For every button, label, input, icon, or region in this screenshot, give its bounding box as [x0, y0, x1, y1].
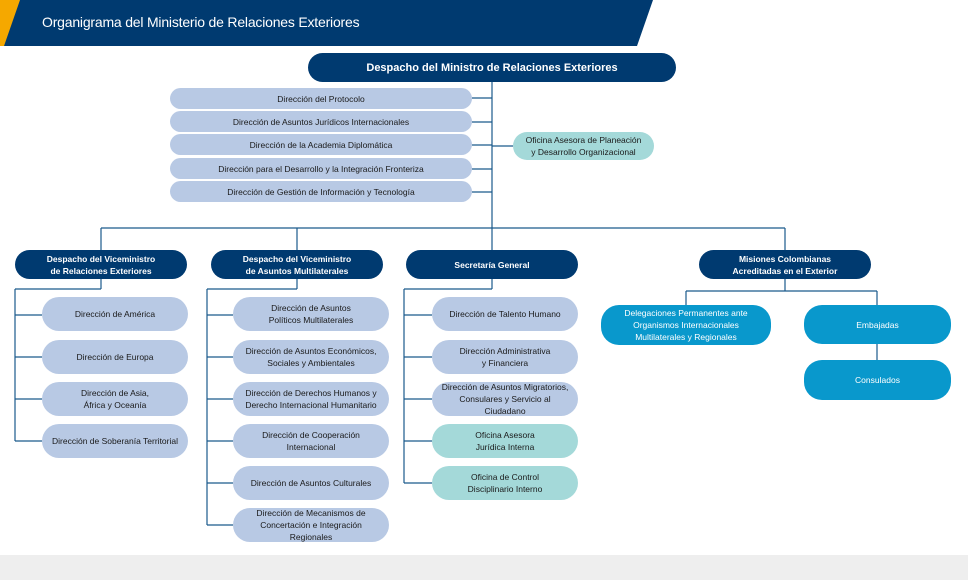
node-label: Oficina de Control Disciplinario Interno — [467, 472, 543, 494]
node-label: Dirección del Protocolo — [277, 93, 365, 104]
node-label: Secretaría General — [454, 259, 530, 270]
page-title: Organigrama del Ministerio de Relaciones… — [42, 14, 360, 30]
node-label: Dirección de Asuntos Económicos, Sociale… — [245, 346, 377, 368]
node-label: Dirección de Asia, África y Oceanía — [80, 388, 150, 410]
node-direccion-soberania-territorial[interactable]: Dirección de Soberanía Territorial — [42, 424, 188, 458]
node-consulados[interactable]: Consulados — [804, 360, 951, 400]
node-despacho-ministro[interactable]: Despacho del Ministro de Relaciones Exte… — [308, 53, 676, 82]
node-label: Dirección de Derechos Humanos y Derecho … — [245, 388, 377, 410]
node-direccion-asuntos-culturales[interactable]: Dirección de Asuntos Culturales — [233, 466, 389, 500]
node-direccion-talento-humano[interactable]: Dirección de Talento Humano — [432, 297, 578, 331]
node-label: Dirección de Asuntos Jurídicos Internaci… — [232, 116, 410, 127]
node-direccion-academia-diplomatica[interactable]: Dirección de la Academia Diplomática — [170, 134, 472, 155]
node-label: Despacho del Viceministro de Relaciones … — [46, 253, 156, 276]
node-secretaria-general[interactable]: Secretaría General — [406, 250, 578, 279]
node-label: Dirección de la Academia Diplomática — [249, 139, 393, 150]
node-direccion-protocolo[interactable]: Dirección del Protocolo — [170, 88, 472, 109]
node-label: Dirección de Asuntos Culturales — [250, 478, 372, 488]
header-navy-band — [4, 0, 653, 46]
node-label: Oficina Asesora de Planeación y Desarrol… — [525, 135, 642, 157]
node-label: Dirección de Asuntos Migratorios, Consul… — [441, 382, 569, 416]
node-label: Dirección de América — [74, 309, 156, 319]
node-direccion-gestion-informacion[interactable]: Dirección de Gestión de Información y Te… — [170, 181, 472, 202]
node-direccion-europa[interactable]: Dirección de Europa — [42, 340, 188, 374]
footer-band — [0, 555, 968, 580]
node-label: Dirección de Europa — [76, 352, 154, 362]
node-direccion-america[interactable]: Dirección de América — [42, 297, 188, 331]
node-label: Dirección de Soberanía Territorial — [52, 436, 178, 446]
node-label: Dirección para el Desarrollo y la Integr… — [218, 163, 424, 174]
node-label: Dirección Administrativa y Financiera — [459, 346, 551, 368]
node-oficina-asesora-juridica[interactable]: Oficina Asesora Jurídica Interna — [432, 424, 578, 458]
node-viceministro-relaciones-exteriores[interactable]: Despacho del Viceministro de Relaciones … — [15, 250, 187, 279]
node-label: Misiones Colombianas Acreditadas en el E… — [732, 253, 838, 276]
node-direccion-asuntos-migratorios[interactable]: Dirección de Asuntos Migratorios, Consul… — [432, 382, 578, 416]
node-label: Dirección de Mecanismos de Concertación … — [256, 508, 366, 542]
node-oficina-control-disciplinario[interactable]: Oficina de Control Disciplinario Interno — [432, 466, 578, 500]
node-label: Embajadas — [856, 319, 899, 330]
node-label: Dirección de Cooperación Internacional — [262, 430, 360, 452]
node-viceministro-asuntos-multilaterales[interactable]: Despacho del Viceministro de Asuntos Mul… — [211, 250, 383, 279]
node-delegaciones-permanentes[interactable]: Delegaciones Permanentes ante Organismos… — [601, 305, 771, 345]
node-direccion-asuntos-juridicos[interactable]: Dirección de Asuntos Jurídicos Internaci… — [170, 111, 472, 132]
node-direccion-mecanismos-concertacion[interactable]: Dirección de Mecanismos de Concertación … — [233, 508, 389, 542]
node-direccion-asuntos-economicos[interactable]: Dirección de Asuntos Económicos, Sociale… — [233, 340, 389, 374]
node-embajadas[interactable]: Embajadas — [804, 305, 951, 344]
node-misiones-colombianas[interactable]: Misiones Colombianas Acreditadas en el E… — [699, 250, 871, 279]
node-direccion-asia-africa-oceania[interactable]: Dirección de Asia, África y Oceanía — [42, 382, 188, 416]
node-direccion-administrativa-financiera[interactable]: Dirección Administrativa y Financiera — [432, 340, 578, 374]
node-direccion-cooperacion-internacional[interactable]: Dirección de Cooperación Internacional — [233, 424, 389, 458]
node-label: Dirección de Gestión de Información y Te… — [227, 186, 415, 197]
node-oficina-asesora-planeacion[interactable]: Oficina Asesora de Planeación y Desarrol… — [513, 132, 654, 160]
node-direccion-asuntos-politicos-multilaterales[interactable]: Dirección de Asuntos Políticos Multilate… — [233, 297, 389, 331]
header-bar — [0, 0, 653, 46]
node-direccion-desarrollo-fronteriza[interactable]: Dirección para el Desarrollo y la Integr… — [170, 158, 472, 179]
node-label: Despacho del Viceministro de Asuntos Mul… — [242, 253, 352, 276]
node-label: Dirección de Asuntos Políticos Multilate… — [268, 303, 354, 325]
node-label: Dirección de Talento Humano — [449, 309, 561, 319]
node-label: Despacho del Ministro de Relaciones Exte… — [366, 61, 618, 74]
node-label: Delegaciones Permanentes ante Organismos… — [624, 308, 748, 342]
node-label: Consulados — [855, 375, 900, 385]
node-label: Oficina Asesora Jurídica Interna — [475, 430, 535, 452]
node-direccion-derechos-humanos[interactable]: Dirección de Derechos Humanos y Derecho … — [233, 382, 389, 416]
